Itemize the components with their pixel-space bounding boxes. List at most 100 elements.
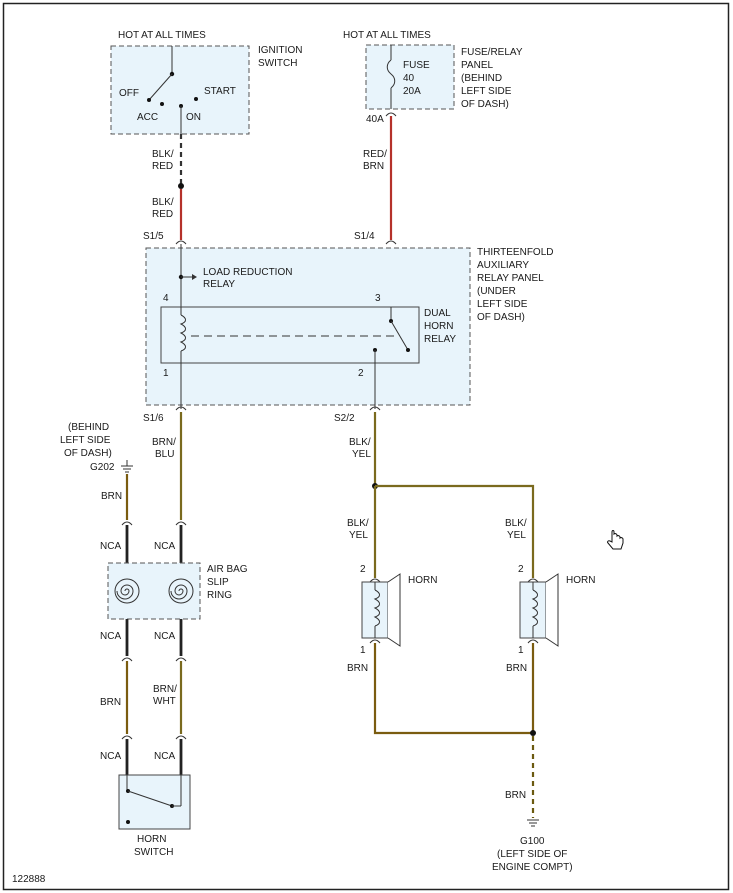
wire-label-blk-red-2a: BLK/ (152, 197, 174, 208)
wire-label-red-brn-a: RED/ (363, 149, 387, 160)
horn-switch-box (118, 774, 191, 830)
horn2-pin-1: 1 (518, 645, 524, 656)
relay-coil-icon (179, 307, 186, 363)
wire-label-blk-red-1a: BLK/ (152, 149, 174, 160)
g100-location-1: (LEFT SIDE OF (497, 849, 567, 860)
fuse-panel-label-3: (BEHIND (461, 73, 502, 84)
relay-pin-1: 1 (163, 368, 169, 379)
nca-6: NCA (154, 751, 175, 762)
behind-label-3: OF DASH) (64, 448, 112, 459)
diagram-id: 122888 (12, 874, 46, 885)
off-label: OFF (119, 88, 139, 99)
splice-dot-ground (530, 730, 536, 736)
connector-s16: S1/6 (143, 413, 164, 424)
airbag-label-1: AIR BAG (207, 564, 248, 575)
relay-panel-label-6: OF DASH) (477, 312, 525, 323)
horn1-label: HORN (408, 575, 437, 586)
fuse-panel-label-2: PANEL (461, 60, 493, 71)
relay-panel-label-2: AUXILIARY (477, 260, 529, 271)
clockspring-left-icon (114, 578, 140, 604)
acc-label: ACC (137, 112, 158, 123)
horn1-coil-icon (373, 589, 380, 627)
horn1-trumpet-icon (387, 573, 401, 647)
wire-label-brn-h1: BRN (347, 663, 368, 674)
connector-s14: S1/4 (354, 231, 375, 242)
wire-label-blk-red-1b: RED (152, 161, 173, 172)
ignition-switch-label-1: IGNITION (258, 45, 302, 56)
relay-panel-label-1: THIRTEENFOLD (477, 247, 554, 258)
wire-label-red-brn-b: BRN (363, 161, 384, 172)
dual-horn-label-1: DUAL (424, 308, 451, 319)
wire-label-brn-wht-b: WHT (153, 696, 176, 707)
fuse-terminal-40a: 40A (366, 114, 384, 125)
ground-g100-icon (527, 819, 539, 827)
wire-label-blk-yel2-a: BLK/ (347, 518, 369, 529)
relay-pin-2: 2 (358, 368, 364, 379)
fuse-label-3: 20A (403, 86, 421, 97)
g100-location-2: ENGINE COMPT) (492, 862, 573, 873)
fuse-panel-label-5: OF DASH) (461, 99, 509, 110)
ignition-switch-box (110, 45, 250, 135)
start-label: START (204, 86, 236, 97)
wire-label-brn-blu-a: BRN/ (152, 437, 176, 448)
horn-switch-label-1: HORN (137, 834, 166, 845)
wire-label-brn-wht-a: BRN/ (153, 684, 177, 695)
fuse-terminal-arc (385, 112, 397, 117)
wire-label-brn-blu-b: BLU (155, 449, 174, 460)
wire-blk-yel-right (375, 484, 535, 578)
fuse-relay-panel-box (365, 44, 455, 110)
wire-label-brn-mid: BRN (100, 697, 121, 708)
horn-switch-contact-icon (126, 775, 182, 824)
fuse-label-1: FUSE (403, 60, 430, 71)
horn-switch-label-2: SWITCH (134, 847, 173, 858)
hot-at-all-times-left: HOT AT ALL TIMES (118, 30, 206, 41)
fuse-panel-label-1: FUSE/RELAY (461, 47, 523, 58)
relay-panel-label-5: LEFT SIDE (477, 299, 528, 310)
horn2-coil-icon (531, 589, 538, 627)
relay-panel-label-3: RELAY PANEL (477, 273, 544, 284)
hot-at-all-times-right: HOT AT ALL TIMES (343, 30, 431, 41)
on-label: ON (186, 112, 201, 123)
horn1-pin-1: 1 (360, 645, 366, 656)
fuse-label-2: 40 (403, 73, 415, 84)
wire-label-blk-red-2b: RED (152, 209, 173, 220)
behind-label-1: (BEHIND (68, 422, 109, 433)
relay-pin-3: 3 (375, 293, 381, 304)
airbag-label-3: RING (207, 590, 232, 601)
horn2-label: HORN (566, 575, 595, 586)
dual-horn-label-3: RELAY (424, 334, 456, 345)
wire-label-brn-g100: BRN (505, 790, 526, 801)
wire-label-blk-yel-b: YEL (352, 449, 371, 460)
load-reduction-label-2: RELAY (203, 279, 235, 290)
connector-s22: S2/2 (334, 413, 355, 424)
ground-g100-label: G100 (520, 836, 545, 847)
behind-label-2: LEFT SIDE (60, 435, 111, 446)
relay-panel-label-4: (UNDER (477, 286, 516, 297)
splice-dot-ignition (178, 183, 184, 189)
relay-contact-icon (373, 307, 410, 363)
ground-g202-icon (121, 460, 133, 473)
dual-horn-label-2: HORN (424, 321, 453, 332)
fuse-panel-label-4: LEFT SIDE (461, 86, 512, 97)
wire-label-blk-yel2-b: YEL (349, 530, 368, 541)
nca-5: NCA (100, 751, 121, 762)
air-bag-slip-ring-box (107, 562, 201, 620)
hand-cursor-icon (607, 530, 624, 550)
ignition-switch-symbol (147, 46, 198, 134)
wire-label-blk-yel3-a: BLK/ (505, 518, 527, 529)
wire-label-blk-yel-a: BLK/ (349, 437, 371, 448)
horn2-trumpet-icon (545, 573, 559, 647)
nca-2: NCA (154, 541, 175, 552)
wire-label-brn-top: BRN (101, 491, 122, 502)
horn2-pin-2: 2 (518, 564, 524, 575)
nca-3: NCA (100, 631, 121, 642)
horn1-pin-2: 2 (360, 564, 366, 575)
clockspring-right-icon (168, 578, 194, 604)
wire-label-brn-h2: BRN (506, 663, 527, 674)
nca-1: NCA (100, 541, 121, 552)
ground-g202-label: G202 (90, 462, 115, 473)
load-reduction-label-1: LOAD REDUCTION (203, 267, 292, 278)
wire-brn-horn1-ground (373, 643, 533, 735)
